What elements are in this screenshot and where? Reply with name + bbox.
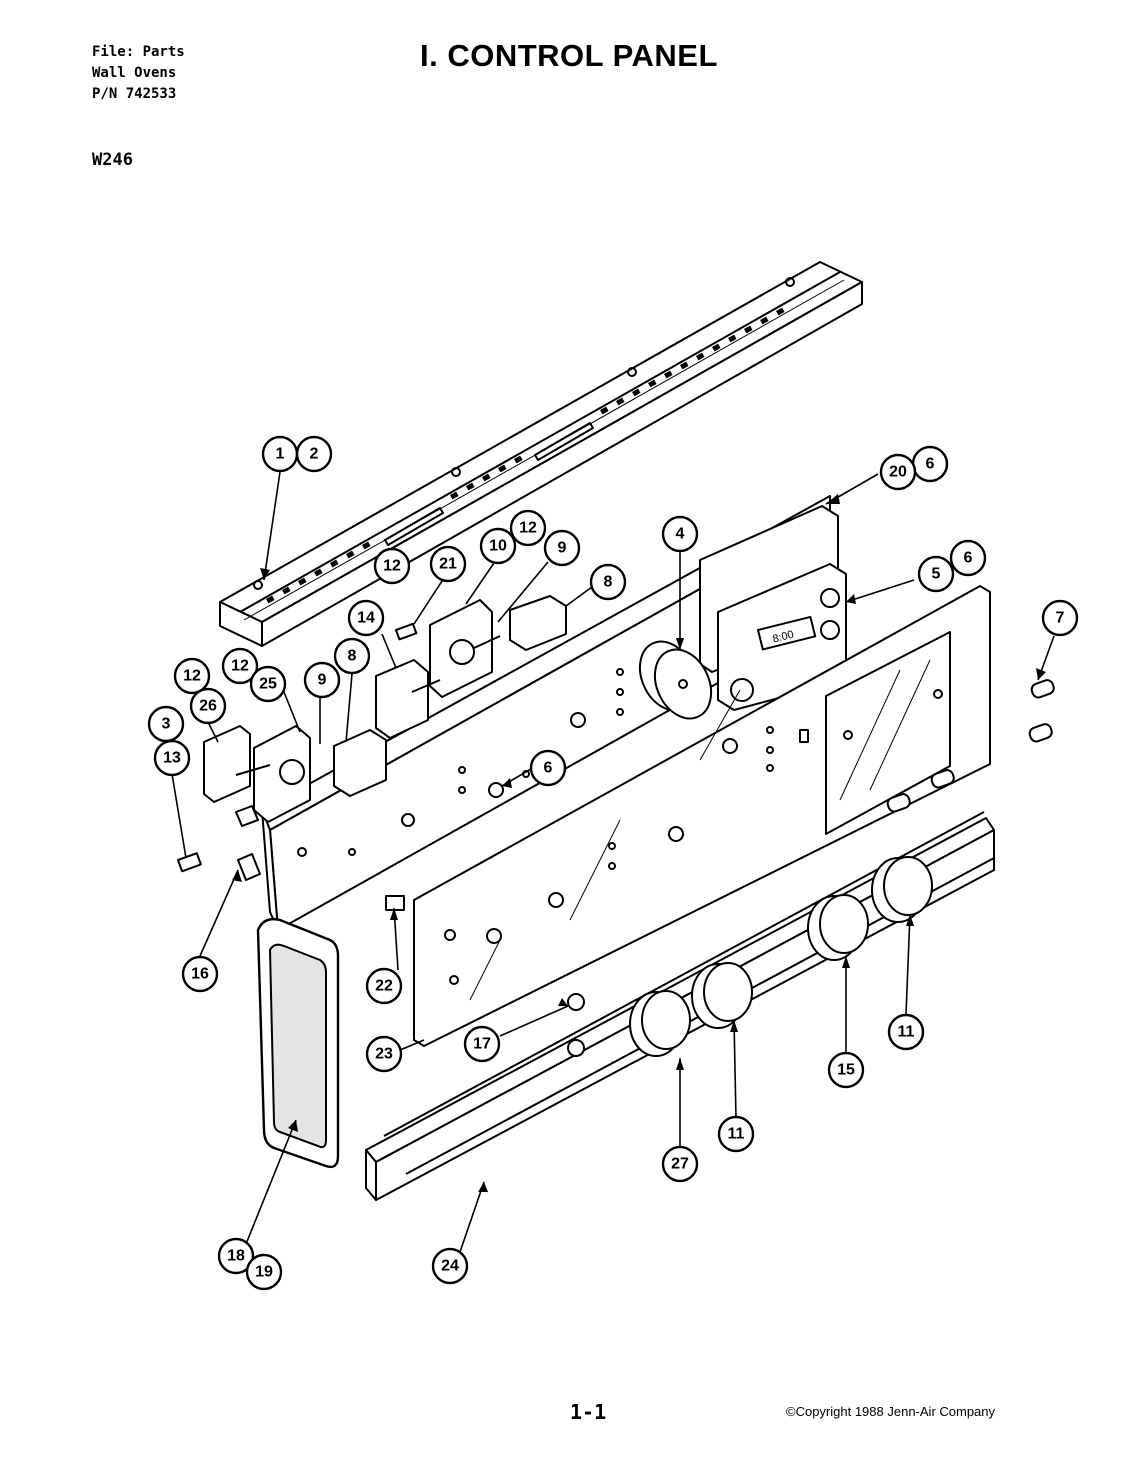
callout-12-a: 12 <box>509 509 547 547</box>
callout-13: 13 <box>153 739 191 777</box>
svg-text:11: 11 <box>728 1126 745 1143</box>
switch-components <box>203 595 567 823</box>
callout-23: 23 <box>365 1035 403 1073</box>
svg-text:14: 14 <box>357 610 375 627</box>
page-title: I. CONTROL PANEL <box>420 38 718 73</box>
svg-text:6: 6 <box>926 456 935 473</box>
svg-text:19: 19 <box>255 1264 273 1281</box>
timer-knob <box>638 640 713 720</box>
callout-19: 19 <box>245 1253 283 1291</box>
svg-text:7: 7 <box>1056 610 1065 627</box>
svg-text:26: 26 <box>199 698 217 715</box>
clock-display-text: 8:00 <box>771 629 795 646</box>
callout-3: 3 <box>147 705 185 743</box>
top-rail <box>219 261 863 647</box>
svg-text:6: 6 <box>964 550 973 567</box>
callout-6-a: 6 <box>911 445 949 483</box>
callout-1: 1 <box>261 435 299 473</box>
callout-4: 4 <box>661 515 699 553</box>
callout-18: 18 <box>217 1237 255 1275</box>
callout-24: 24 <box>431 1247 469 1285</box>
callout-6-b: 6 <box>949 539 987 577</box>
model-number: W246 <box>92 150 133 170</box>
svg-text:13: 13 <box>163 750 181 767</box>
svg-text:23: 23 <box>375 1046 393 1063</box>
svg-text:21: 21 <box>439 556 457 573</box>
svg-text:8: 8 <box>604 574 613 591</box>
svg-text:18: 18 <box>227 1248 245 1265</box>
svg-text:15: 15 <box>837 1062 855 1079</box>
callout-8-a: 8 <box>589 563 627 601</box>
svg-text:1: 1 <box>276 446 285 463</box>
svg-text:9: 9 <box>318 672 327 689</box>
product-line: Wall Ovens <box>92 65 177 81</box>
part-number-line: P/N 742533 <box>92 86 177 102</box>
callout-9-a: 9 <box>543 529 581 567</box>
svg-text:12: 12 <box>383 558 401 575</box>
copyright-notice: ©Copyright 1988 Jenn-Air Company <box>786 1404 996 1419</box>
file-info: File: Parts Wall Ovens P/N 742533 <box>92 42 185 105</box>
svg-text:9: 9 <box>558 540 567 557</box>
svg-text:12: 12 <box>519 520 537 537</box>
callout-2: 2 <box>295 435 333 473</box>
callout-7: 7 <box>1041 599 1079 637</box>
file-line: File: Parts <box>92 44 185 60</box>
svg-text:22: 22 <box>375 978 393 995</box>
svg-text:27: 27 <box>671 1156 689 1173</box>
callout-10: 10 <box>479 527 517 565</box>
callout-17: 17 <box>463 1025 501 1063</box>
clip-parts <box>177 805 261 881</box>
callout-12-b: 12 <box>373 547 411 585</box>
callout-8-b: 8 <box>333 637 371 675</box>
callout-27: 27 <box>661 1145 699 1183</box>
svg-text:16: 16 <box>191 966 209 983</box>
callout-11-b: 11 <box>717 1115 755 1153</box>
callout-25: 25 <box>249 665 287 703</box>
svg-text:5: 5 <box>932 566 941 583</box>
callout-20: 20 <box>879 453 917 491</box>
light-lens <box>256 917 340 1169</box>
control-knobs <box>629 856 933 1057</box>
callout-21: 21 <box>429 545 467 583</box>
svg-text:12: 12 <box>183 668 201 685</box>
small-parts <box>385 679 1055 1057</box>
callout-9-b: 9 <box>303 661 341 699</box>
leader-arrowheads <box>232 494 1046 1192</box>
glass-panel <box>413 585 991 1047</box>
svg-text:11: 11 <box>898 1024 915 1041</box>
svg-text:8: 8 <box>348 648 357 665</box>
svg-text:4: 4 <box>676 526 685 543</box>
svg-text:25: 25 <box>259 676 277 693</box>
callout-5: 5 <box>917 555 955 593</box>
svg-text:24: 24 <box>441 1258 459 1275</box>
callout-12-c: 12 <box>173 657 211 695</box>
svg-text:6: 6 <box>544 760 553 777</box>
callout-6-c: 6 <box>529 749 567 787</box>
svg-text:17: 17 <box>473 1036 491 1053</box>
svg-text:3: 3 <box>162 716 171 733</box>
svg-text:2: 2 <box>310 446 319 463</box>
callout-14: 14 <box>347 599 385 637</box>
callout-16: 16 <box>181 955 219 993</box>
callout-11-a: 11 <box>887 1013 925 1051</box>
callout-22: 22 <box>365 967 403 1005</box>
callout-12-d: 12 <box>221 647 259 685</box>
svg-text:12: 12 <box>231 658 249 675</box>
clock-housing <box>699 505 847 711</box>
page-number: 1-1 <box>570 1400 607 1424</box>
svg-text:20: 20 <box>889 464 907 481</box>
callout-15: 15 <box>827 1051 865 1089</box>
callout-26: 26 <box>189 687 227 725</box>
svg-text:10: 10 <box>489 538 507 555</box>
